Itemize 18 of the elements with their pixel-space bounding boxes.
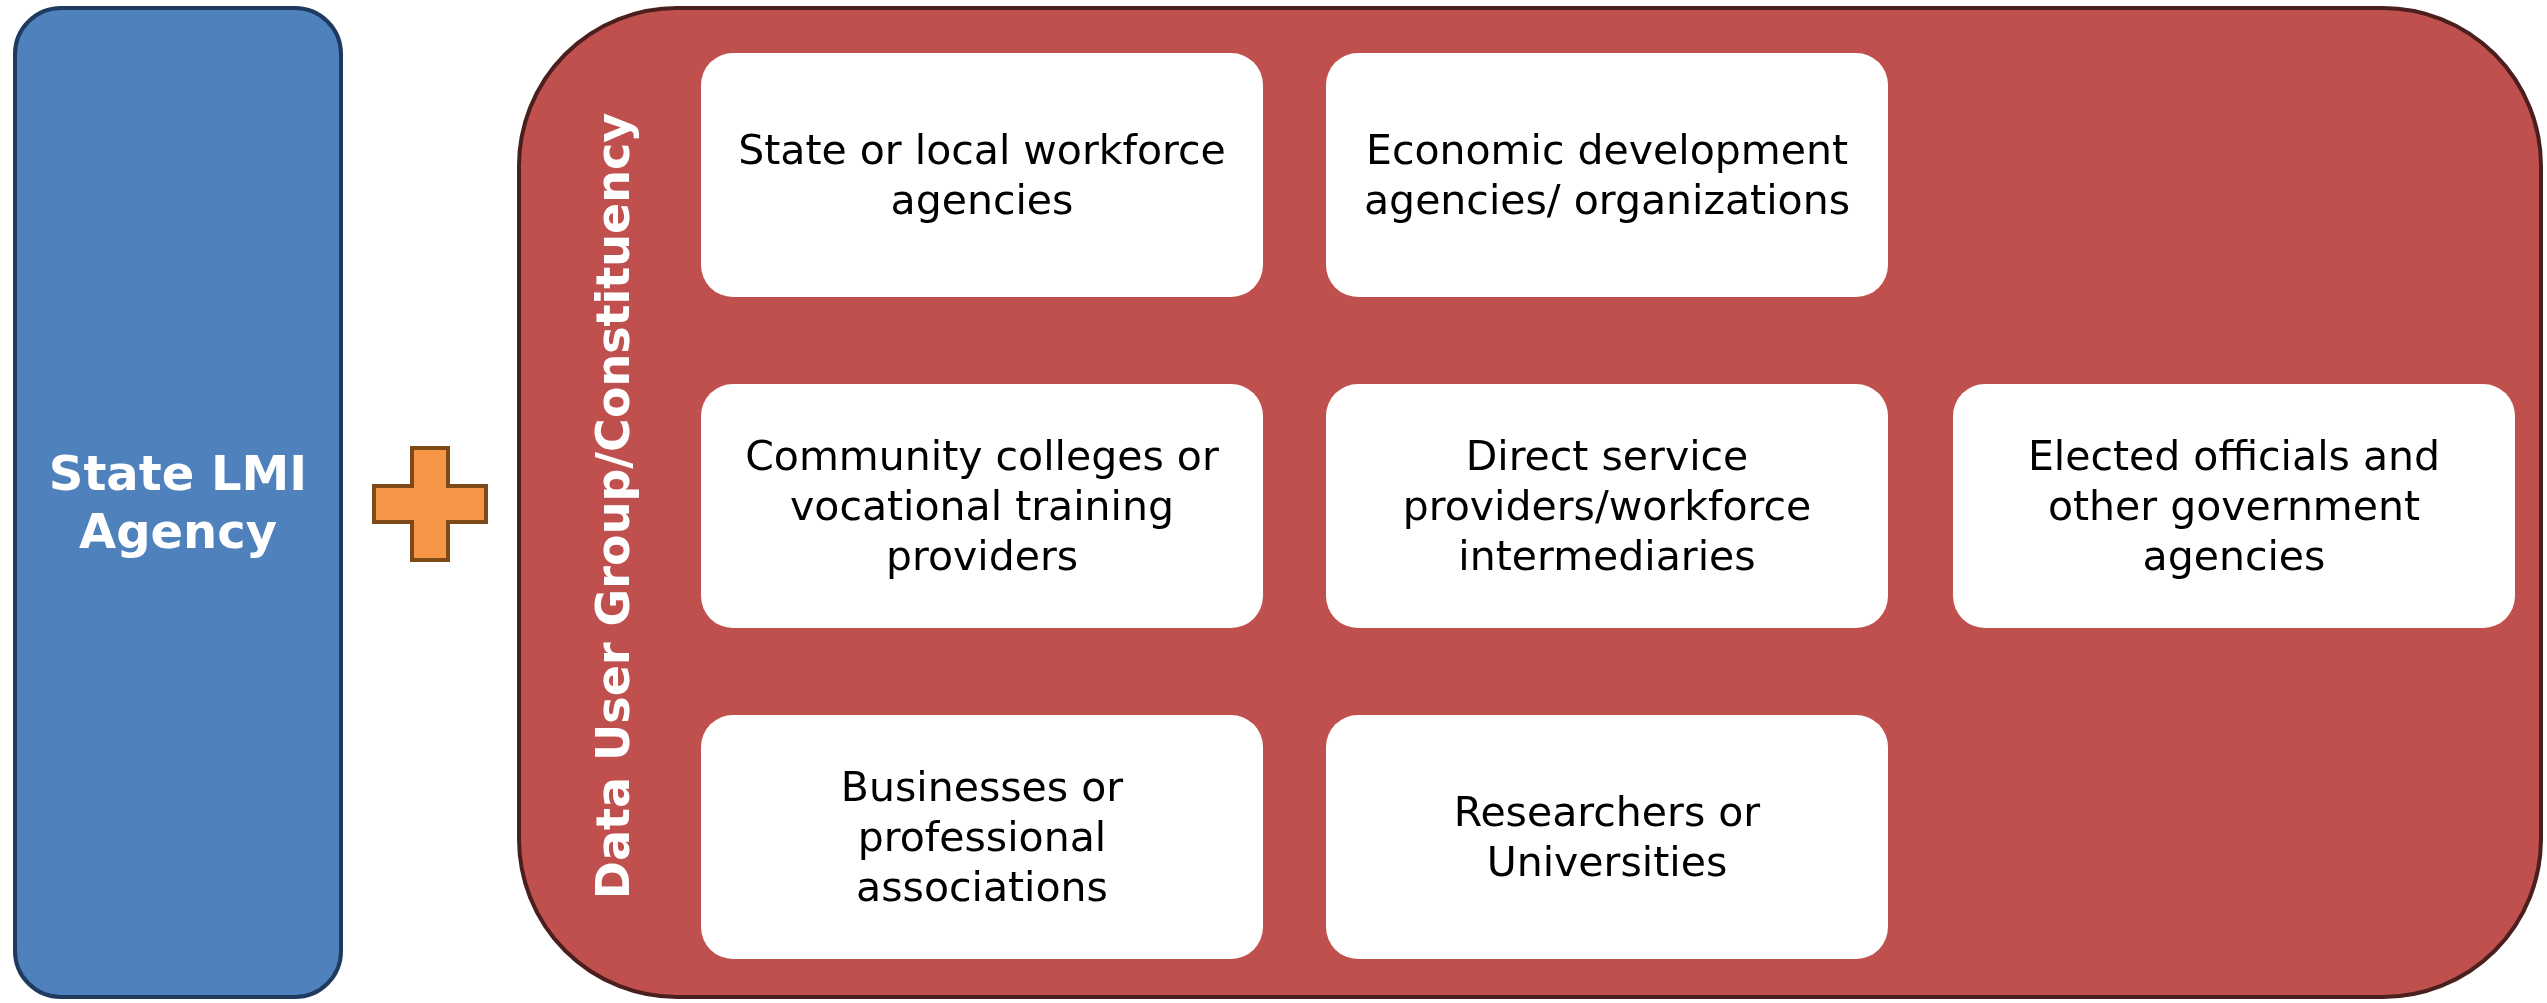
node-label: Businesses or professional associations: [839, 761, 1125, 912]
group-heading: Data User Group/Constituency: [584, 112, 641, 900]
node-label: Elected officials and other government agencies: [2026, 430, 2442, 581]
category-box: [701, 384, 1263, 628]
category-box: [1326, 384, 1888, 628]
node-label: Community colleges or vocational training providers: [744, 430, 1220, 581]
node-label: Economic development agencies/ organizations: [1363, 125, 1851, 225]
category-box: [1326, 53, 1888, 297]
category-box: [1326, 715, 1888, 959]
node-label: Researchers or Universities: [1452, 787, 1762, 887]
node-label: Direct service providers/workforce intermediaries: [1401, 430, 1813, 581]
category-box: [1953, 384, 2515, 628]
group-panel: [517, 6, 2543, 999]
agency-box: [13, 6, 343, 999]
node-label: State or local workforce agencies: [737, 125, 1227, 225]
category-box: [701, 53, 1263, 297]
node-label: State LMI Agency: [47, 444, 309, 561]
category-box: [701, 715, 1263, 959]
